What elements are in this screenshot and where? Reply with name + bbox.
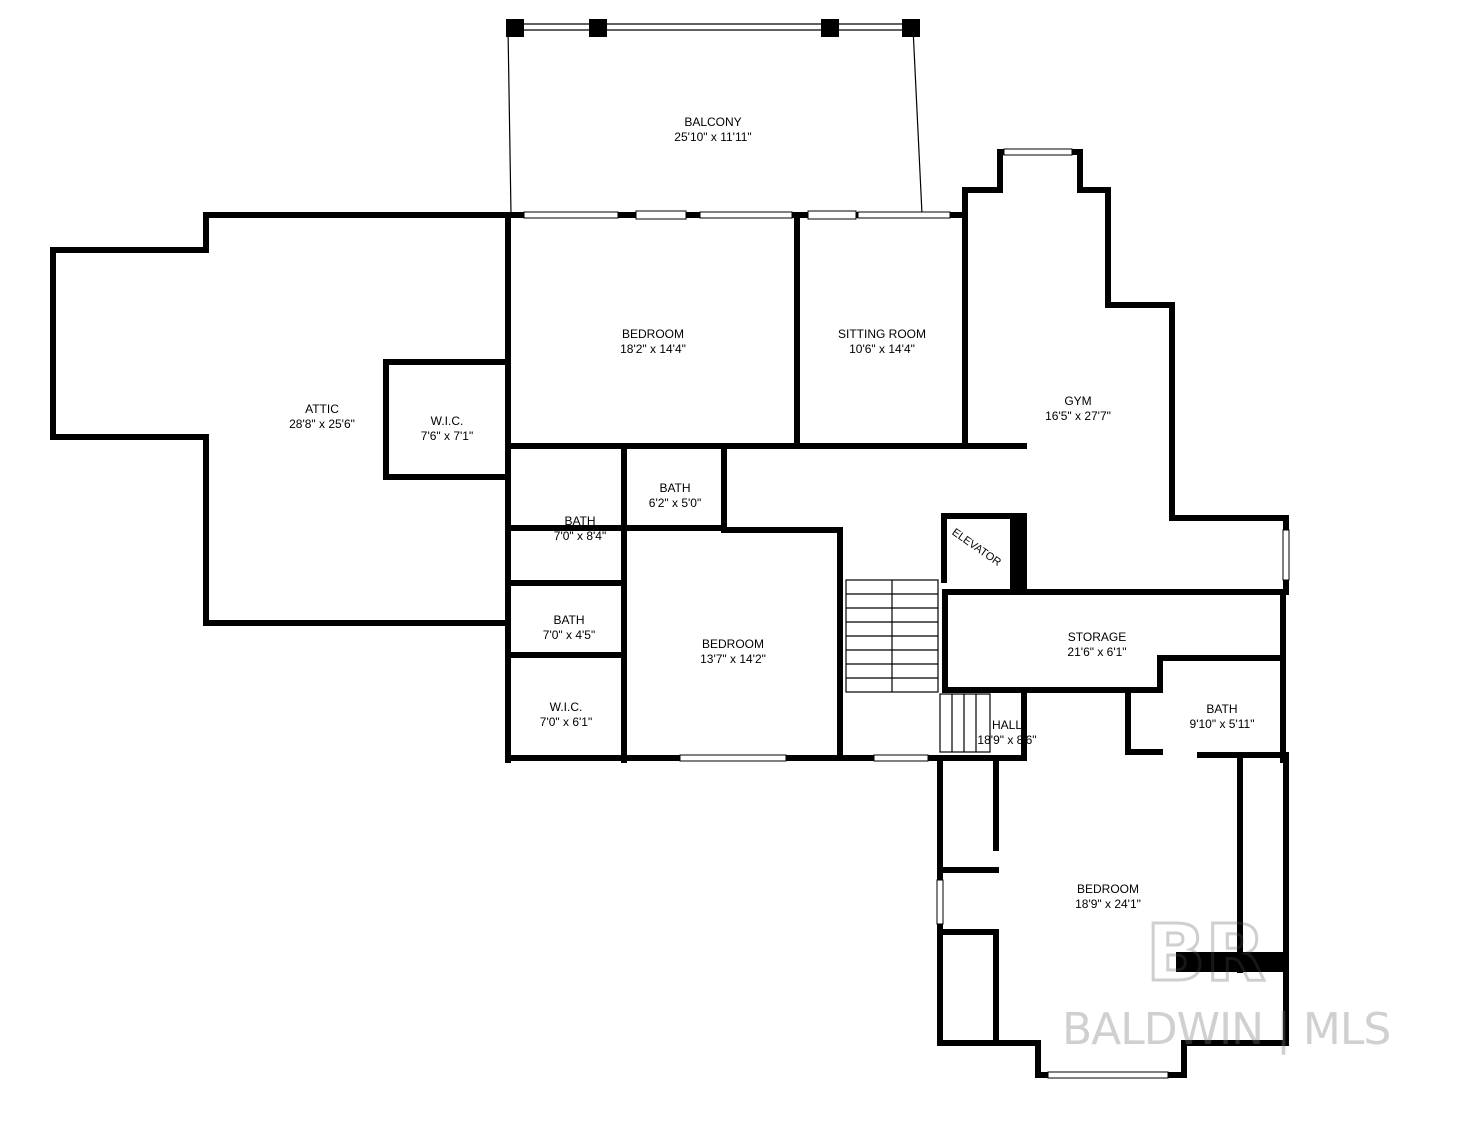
room-name: BATH (553, 613, 585, 627)
bedroom-mid-window (679, 754, 787, 762)
room-name: HALL (991, 718, 1023, 732)
room-name: ATTIC (305, 402, 339, 416)
room-label-bath-4: BATH 9'10" x 5'11" (1190, 702, 1255, 732)
gym-window (1003, 148, 1073, 156)
room-name: W.I.C. (430, 414, 464, 428)
room-dimensions: 7'6" x 7'1" (420, 429, 474, 443)
room-dimensions: 10'6" x 14'4" (849, 342, 915, 356)
room-dimensions: 18'2" x 14'4" (620, 342, 686, 356)
room-dimensions: 28'8" x 25'6" (289, 417, 355, 431)
bedroom-bottom-side-window (936, 879, 944, 925)
room-dimensions: 13'7" x 14'2" (700, 652, 766, 666)
attic-walls (50, 212, 513, 626)
room-name: GYM (1064, 394, 1092, 408)
room-label-sitting-room: SITTING ROOM 10'6" x 14'4" (838, 327, 926, 357)
bath-right-walls (1125, 655, 1286, 755)
balcony-outline (506, 19, 923, 215)
watermark-text: BALDWIN | MLS (1062, 1004, 1391, 1055)
room-dimensions: 21'6" x 6'1" (1067, 645, 1127, 659)
room-name: SITTING ROOM (838, 327, 926, 341)
room-label-wic-top: W.I.C. 7'6" x 7'1" (421, 414, 473, 444)
room-name: BEDROOM (621, 327, 684, 341)
storage-walls (942, 589, 1286, 763)
room-dimensions: 7'0" x 8'4" (553, 529, 607, 543)
room-name: BEDROOM (1076, 882, 1139, 896)
room-label-bath-3: BATH 7'0" x 4'5" (543, 613, 595, 643)
room-label-bath-1: BATH 6'2" x 5'0" (649, 481, 701, 511)
wic-top-walls (383, 359, 511, 480)
room-name: BATH (564, 514, 596, 528)
wall-segment (1176, 952, 1286, 972)
svg-text:BR: BR (1146, 912, 1266, 992)
room-label-bedroom-bottom: BEDROOM 18'9" x 24'1" (1075, 882, 1141, 912)
central-walls (505, 443, 843, 763)
gym-side-window (1282, 529, 1290, 581)
room-dimensions: 18'9" x 8'6" (977, 733, 1037, 747)
room-label-wic-bottom: W.I.C. 7'0" x 6'1" (540, 700, 592, 730)
room-label-bath-2: BATH 7'0" x 8'4" (554, 514, 606, 544)
room-label-gym: GYM 16'5" x 27'7" (1045, 394, 1111, 424)
room-label-balcony: BALCONY 25'10" x 11'11" (674, 115, 751, 145)
room-dimensions: 18'9" x 24'1" (1075, 897, 1141, 911)
upper-windows (523, 210, 951, 220)
room-dimensions: 16'5" x 27'7" (1045, 409, 1111, 423)
closet-walls (943, 757, 999, 1043)
elevator-shaft (1010, 516, 1024, 590)
bedroom-bottom-window (1047, 1071, 1169, 1079)
room-name: STORAGE (1067, 630, 1127, 644)
room-dimensions: 7'0" x 6'1" (539, 715, 593, 729)
room-name: BALCONY (684, 115, 742, 129)
room-dimensions: 6'2" x 5'0" (648, 496, 702, 510)
room-name: W.I.C. (549, 700, 583, 714)
room-dimensions: 25'10" x 11'11" (674, 130, 752, 144)
stairs (845, 579, 991, 753)
watermark-logo: BR (1146, 912, 1267, 992)
room-name: BATH (1206, 702, 1238, 716)
room-label-attic: ATTIC 28'8" x 25'6" (289, 402, 355, 432)
room-dimensions: 9'10" x 5'11" (1189, 717, 1255, 731)
hall-window (873, 754, 929, 762)
room-label-bedroom-mid: BEDROOM 13'7" x 14'2" (700, 637, 766, 667)
room-label-bedroom-top: BEDROOM 18'2" x 14'4" (620, 327, 686, 357)
room-label-storage: STORAGE 21'6" x 6'1" (1067, 630, 1126, 660)
gym-walls (942, 149, 1289, 595)
room-label-hall: HALL 18'9" x 8'6" (977, 718, 1036, 748)
room-name: BEDROOM (701, 637, 764, 651)
room-name: BATH (659, 481, 691, 495)
room-dimensions: 7'0" x 4'5" (542, 628, 596, 642)
